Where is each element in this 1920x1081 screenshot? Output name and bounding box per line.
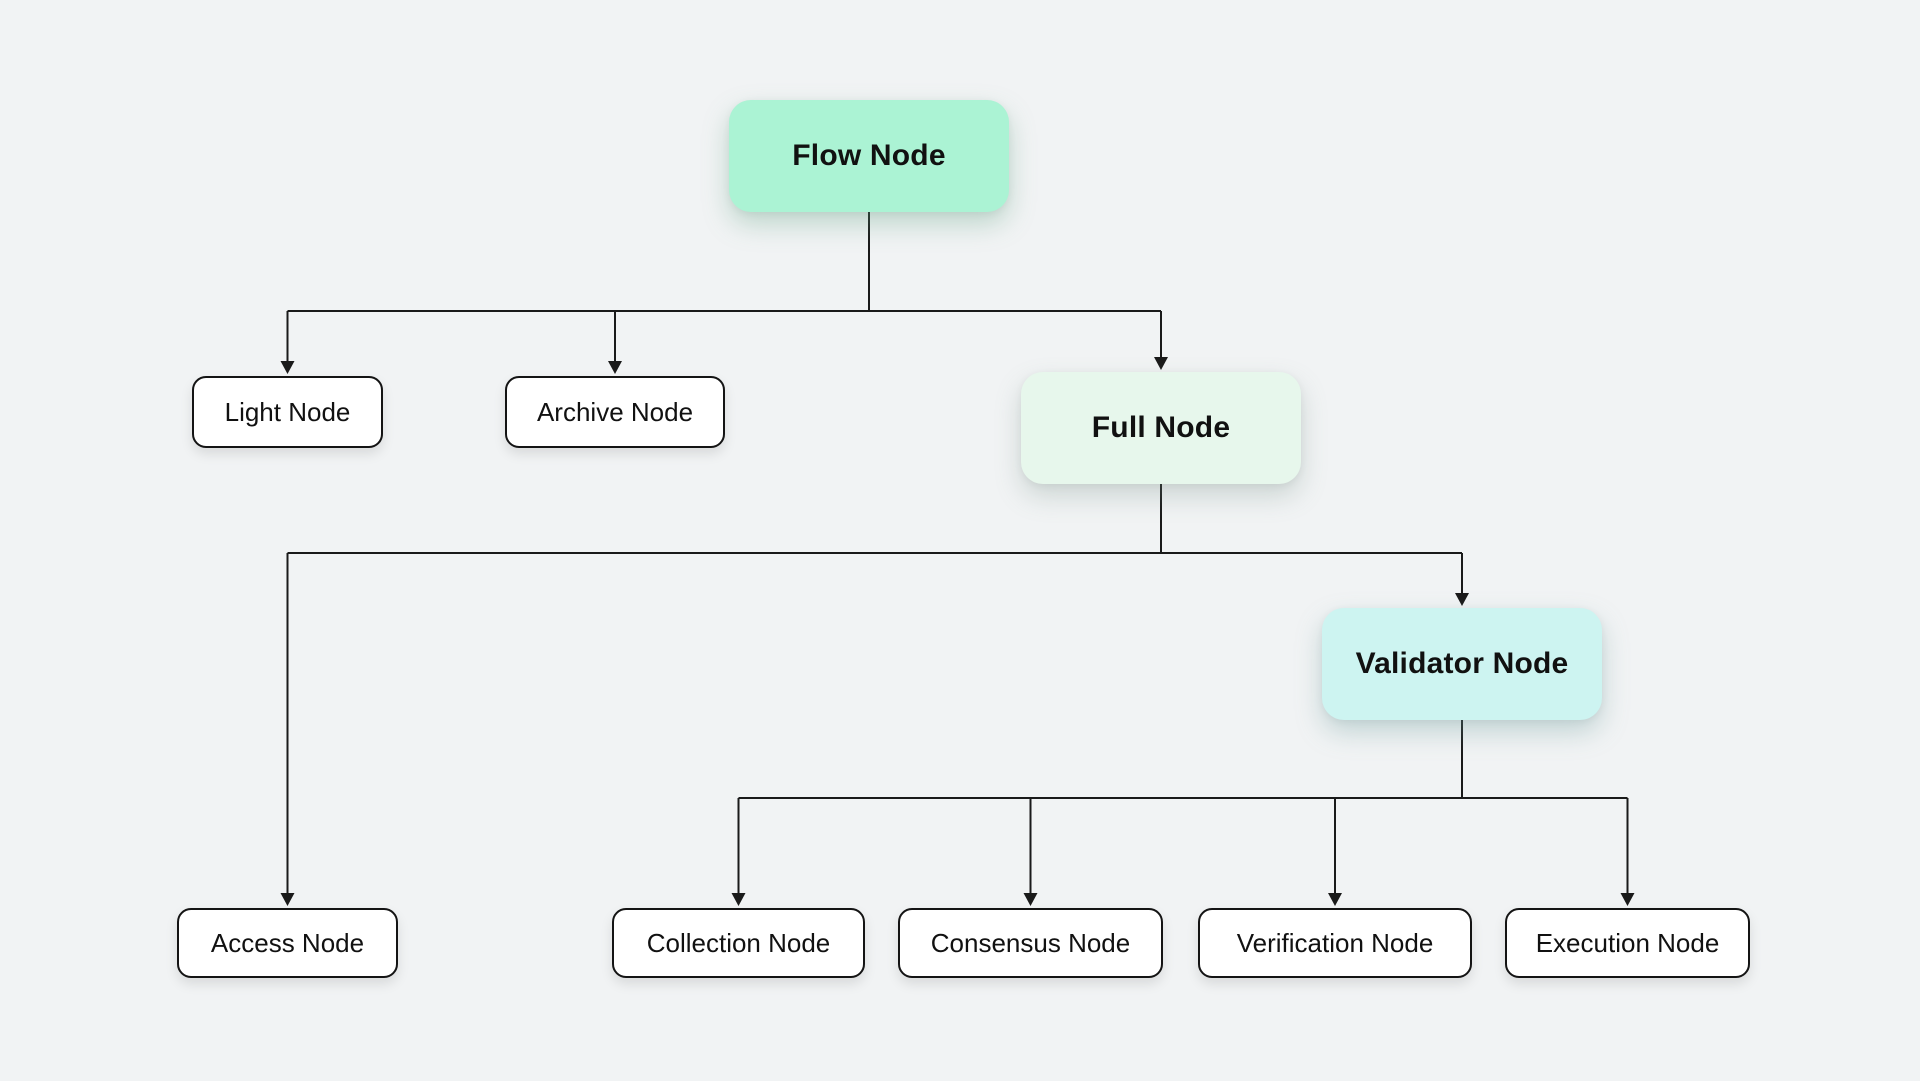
node-execution: Execution Node [1505, 908, 1750, 978]
node-full: Full Node [1021, 372, 1301, 484]
arrowheads [280, 357, 1635, 906]
node-consensus: Consensus Node [898, 908, 1163, 978]
connector-lines [286, 212, 1629, 894]
arrow-to-light [280, 361, 295, 374]
arrow-to-validator [1455, 593, 1469, 606]
arrow-to-collection [731, 893, 746, 906]
node-validator: Validator Node [1322, 608, 1602, 720]
node-flow: Flow Node [729, 100, 1009, 212]
node-light: Light Node [192, 376, 383, 448]
arrow-to-execution [1620, 893, 1635, 906]
arrow-to-verification [1328, 893, 1342, 906]
node-access: Access Node [177, 908, 398, 978]
node-collection: Collection Node [612, 908, 865, 978]
node-verification: Verification Node [1198, 908, 1472, 978]
arrow-to-consensus [1023, 893, 1038, 906]
arrow-to-access [280, 893, 295, 906]
node-archive: Archive Node [505, 376, 725, 448]
arrow-to-full [1154, 357, 1168, 370]
arrow-to-archive [608, 361, 622, 374]
